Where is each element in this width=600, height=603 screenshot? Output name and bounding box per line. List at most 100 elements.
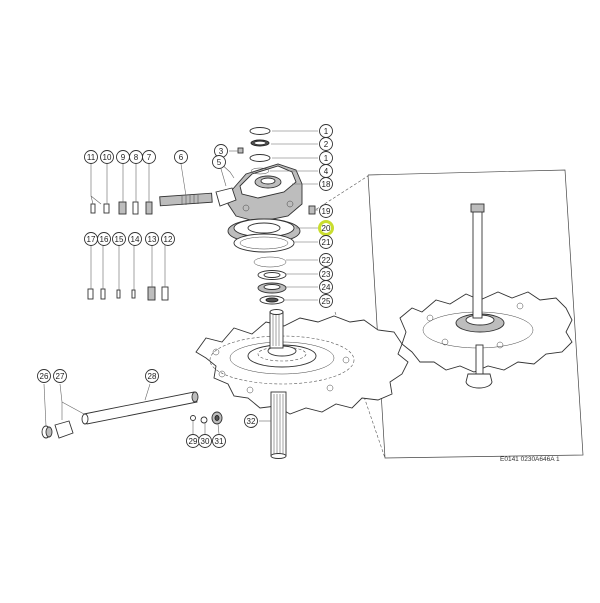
callout-17: 17 xyxy=(84,232,98,246)
callout-6: 6 xyxy=(174,150,188,164)
upper-ring-stack-drawing xyxy=(237,127,271,175)
callout-circle xyxy=(100,150,114,164)
callout-circle xyxy=(319,177,333,191)
callout-circle xyxy=(145,232,159,246)
callout-13: 13 xyxy=(145,232,159,246)
callout-8: 8 xyxy=(129,150,143,164)
overview-assembly-drawing xyxy=(399,203,573,389)
callout-22: 22 xyxy=(319,253,333,267)
callout-number: 28 xyxy=(148,372,157,381)
callout-31: 31 xyxy=(212,434,226,448)
callout-21: 21 xyxy=(319,235,333,249)
callout-number: 14 xyxy=(131,235,140,244)
leader-lines xyxy=(43,130,318,435)
callout-number: 12 xyxy=(164,235,173,244)
callout-32: 32 xyxy=(244,414,258,428)
callout-number: 31 xyxy=(215,437,224,446)
lower-ring-stack-drawing xyxy=(253,256,287,305)
callout-circle xyxy=(319,280,333,294)
callout-number: 20 xyxy=(322,224,331,233)
drawing-reference-number: E0141 0230A646A 1 xyxy=(500,456,560,463)
callout-29: 29 xyxy=(186,434,200,448)
callout-number: 2 xyxy=(324,140,329,149)
callout-12: 12 xyxy=(161,232,175,246)
callout-number: 1 xyxy=(324,127,329,136)
rotor-crown-drawing xyxy=(195,309,409,415)
callout-27: 27 xyxy=(53,369,67,383)
lower-shaft-drawing xyxy=(270,391,287,459)
callout-circle xyxy=(212,434,226,448)
callout-number: 24 xyxy=(322,283,331,292)
callout-7: 7 xyxy=(142,150,156,164)
callout-11: 11 xyxy=(84,150,98,164)
callout-number: 4 xyxy=(324,167,329,176)
callout-number: 3 xyxy=(219,147,224,156)
callout-circle xyxy=(161,232,175,246)
callout-number: 32 xyxy=(247,417,256,426)
callout-circle xyxy=(37,369,51,383)
callout-number: 7 xyxy=(147,153,152,162)
callout-1: 1 xyxy=(319,151,333,165)
callout-number: 5 xyxy=(217,158,222,167)
callout-circle xyxy=(319,294,333,308)
callout-26: 26 xyxy=(37,369,51,383)
callout-number: 25 xyxy=(322,297,331,306)
callout-number: 23 xyxy=(322,270,331,279)
callout-number: 10 xyxy=(103,153,112,162)
callout-circle xyxy=(319,235,333,249)
callout-number: 11 xyxy=(87,153,96,162)
callout-24: 24 xyxy=(319,280,333,294)
drive-shaft-assembly-drawing xyxy=(41,391,223,439)
callout-5: 5 xyxy=(212,155,226,169)
callout-30: 30 xyxy=(198,434,212,448)
callout-circle xyxy=(145,369,159,383)
callout-number: 17 xyxy=(87,235,96,244)
callout-number: 13 xyxy=(148,235,157,244)
callout-18: 18 xyxy=(319,177,333,191)
callout-circle xyxy=(319,204,333,218)
callout-circle xyxy=(84,232,98,246)
callout-10: 10 xyxy=(100,150,114,164)
callout-number: 16 xyxy=(100,235,109,244)
gearbox-housing-drawing xyxy=(215,163,303,223)
callout-number: 27 xyxy=(56,372,65,381)
callout-number: 6 xyxy=(179,153,184,162)
callout-circle xyxy=(84,150,98,164)
callout-19: 19 xyxy=(319,204,333,218)
callout-circle xyxy=(174,150,188,164)
callout-circle xyxy=(53,369,67,383)
bevel-gear-drawing xyxy=(227,205,316,253)
callout-28: 28 xyxy=(145,369,159,383)
callout-circle xyxy=(128,232,142,246)
callout-4: 4 xyxy=(319,164,333,178)
callout-number: 19 xyxy=(322,207,331,216)
callout-15: 15 xyxy=(112,232,126,246)
callout-circle xyxy=(318,220,334,236)
callout-circle xyxy=(112,232,126,246)
callout-14: 14 xyxy=(128,232,142,246)
callout-number: 15 xyxy=(115,235,124,244)
shaft-seal-set-drawing xyxy=(90,201,153,215)
callout-circle xyxy=(319,137,333,151)
callout-number: 26 xyxy=(40,372,49,381)
callout-circle xyxy=(116,150,130,164)
callout-circle xyxy=(212,155,226,169)
callout-number: 18 xyxy=(322,180,331,189)
callout-20: 20 xyxy=(318,220,334,236)
callout-16: 16 xyxy=(97,232,111,246)
callout-number: 29 xyxy=(189,437,198,446)
bearing-set-drawing xyxy=(87,286,169,301)
callout-circle xyxy=(319,253,333,267)
callout-number: 22 xyxy=(322,256,331,265)
callout-number: 21 xyxy=(322,238,331,247)
callout-2: 2 xyxy=(319,137,333,151)
callout-1: 1 xyxy=(319,124,333,138)
callout-number: 9 xyxy=(121,153,126,162)
callout-labels: 1214183567891011121314151617192021222324… xyxy=(37,124,334,448)
callout-circle xyxy=(198,434,212,448)
callout-9: 9 xyxy=(116,150,130,164)
callout-circle xyxy=(244,414,258,428)
callout-number: 1 xyxy=(324,154,329,163)
callout-23: 23 xyxy=(319,267,333,281)
